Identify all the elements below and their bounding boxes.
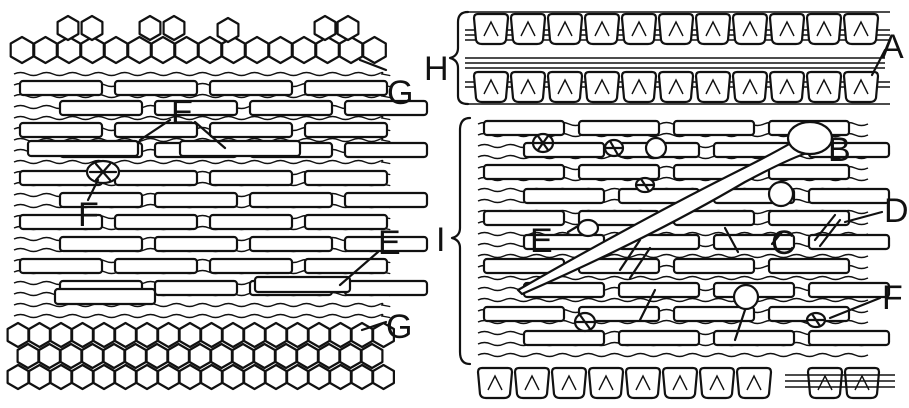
left-top-epithelial-cell-row <box>11 16 386 63</box>
label-f: F <box>882 281 903 315</box>
i-brace <box>452 118 470 364</box>
label-h: H <box>424 52 449 86</box>
label-b: B <box>828 133 851 167</box>
label-e-top: E <box>171 96 194 130</box>
label-e: E <box>530 224 553 258</box>
label-d: D <box>884 194 909 228</box>
label-a: A <box>881 30 904 64</box>
label-f-left: F <box>78 198 99 232</box>
right-f-cell-1 <box>533 134 553 152</box>
right-tooth-cells-bottom <box>478 368 879 398</box>
right-f-cell-3 <box>636 178 654 192</box>
right-tooth-cells-lower <box>474 72 878 102</box>
right-f-cell-5 <box>807 313 825 327</box>
left-bottom-epithelial-cell-layer <box>8 323 394 389</box>
label-i: I <box>436 223 445 257</box>
label-e-right: E <box>378 226 401 260</box>
left-cell-f <box>87 161 119 183</box>
left-brick-cell-layer <box>20 81 427 304</box>
label-c: C <box>771 226 796 260</box>
right-f-cell-2 <box>605 140 623 156</box>
right-f-cell-4 <box>575 313 595 331</box>
label-g-top: G <box>387 76 413 110</box>
label-g-bottom: G <box>386 310 412 344</box>
right-tooth-cells-upper <box>474 14 878 44</box>
